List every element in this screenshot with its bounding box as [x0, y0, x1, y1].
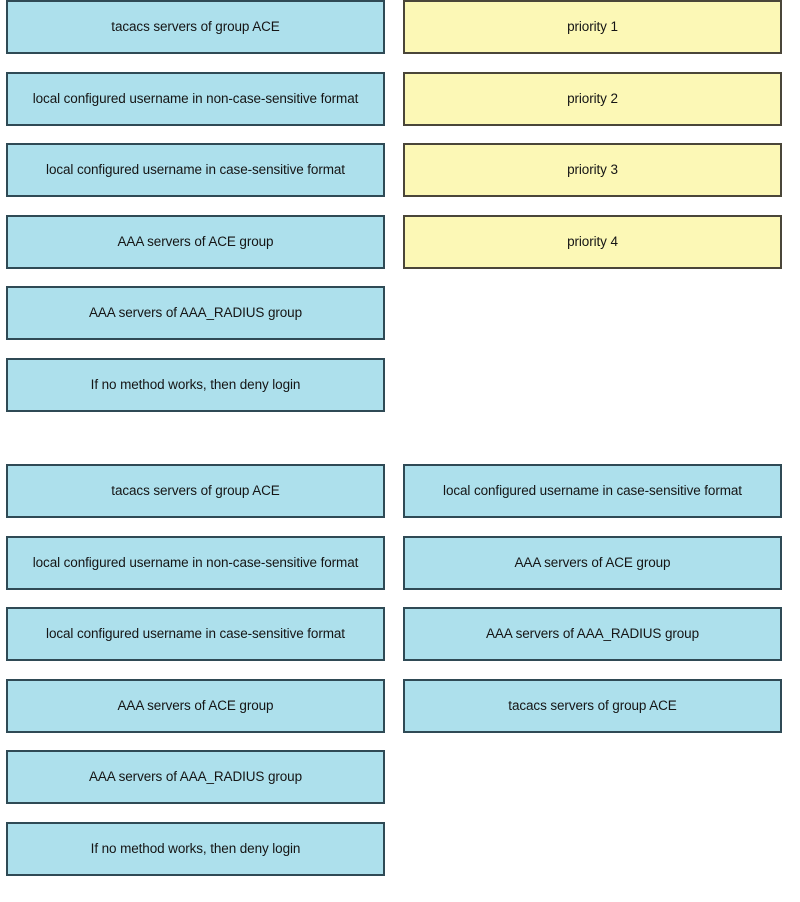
- option-box[interactable]: AAA servers of AAA_RADIUS group: [6, 286, 385, 340]
- option-box-label: local configured username in non-case-se…: [32, 90, 359, 106]
- option-box-label: If no method works, then deny login: [90, 376, 301, 392]
- priority-box-label: priority 2: [567, 90, 618, 106]
- option-box-label: tacacs servers of group ACE: [111, 483, 280, 499]
- option-box[interactable]: AAA servers of ACE group: [6, 214, 385, 269]
- answer-options-column: tacacs servers of group ACE local config…: [6, 464, 385, 876]
- answer-box-label: AAA servers of ACE group: [514, 554, 671, 570]
- option-box-label: AAA servers of AAA_RADIUS group: [89, 305, 302, 321]
- question-section: tacacs servers of group ACE local config…: [0, 0, 800, 440]
- option-box[interactable]: AAA servers of ACE group: [6, 678, 385, 733]
- answer-box[interactable]: local configured username in case-sensit…: [403, 464, 782, 518]
- option-box[interactable]: local configured username in case-sensit…: [6, 143, 385, 197]
- option-box-label: local configured username in case-sensit…: [46, 626, 345, 642]
- priority-box-label: priority 1: [567, 19, 618, 35]
- answer-box[interactable]: AAA servers of ACE group: [403, 535, 782, 590]
- priority-box[interactable]: priority 2: [403, 71, 782, 126]
- option-box[interactable]: local configured username in non-case-se…: [6, 71, 385, 126]
- option-box[interactable]: local configured username in case-sensit…: [6, 607, 385, 661]
- option-box-label: local configured username in case-sensit…: [46, 162, 345, 178]
- option-box-label: AAA servers of ACE group: [117, 697, 274, 713]
- option-box[interactable]: AAA servers of AAA_RADIUS group: [6, 750, 385, 804]
- answer-box-label: tacacs servers of group ACE: [508, 697, 677, 713]
- priority-box-label: priority 4: [567, 233, 618, 249]
- answer-box-label: AAA servers of AAA_RADIUS group: [486, 626, 699, 642]
- option-box[interactable]: tacacs servers of group ACE: [6, 464, 385, 518]
- answer-order-column: local configured username in case-sensit…: [403, 464, 782, 733]
- answer-section: tacacs servers of group ACE local config…: [0, 464, 800, 902]
- question-options-column: tacacs servers of group ACE local config…: [6, 0, 385, 412]
- option-box[interactable]: tacacs servers of group ACE: [6, 0, 385, 54]
- option-box-label: AAA servers of ACE group: [117, 233, 274, 249]
- option-box[interactable]: local configured username in non-case-se…: [6, 535, 385, 590]
- answer-box[interactable]: tacacs servers of group ACE: [403, 678, 782, 733]
- question-priorities-column: priority 1 priority 2 priority 3 priorit…: [403, 0, 782, 269]
- option-box[interactable]: If no method works, then deny login: [6, 821, 385, 876]
- priority-box[interactable]: priority 3: [403, 143, 782, 197]
- option-box-label: local configured username in non-case-se…: [32, 554, 359, 570]
- priority-box[interactable]: priority 1: [403, 0, 782, 54]
- option-box-label: AAA servers of AAA_RADIUS group: [89, 769, 302, 785]
- option-box[interactable]: If no method works, then deny login: [6, 357, 385, 412]
- priority-box-label: priority 3: [567, 162, 618, 178]
- option-box-label: If no method works, then deny login: [90, 840, 301, 856]
- answer-box-label: local configured username in case-sensit…: [443, 483, 742, 499]
- answer-box[interactable]: AAA servers of AAA_RADIUS group: [403, 607, 782, 661]
- option-box-label: tacacs servers of group ACE: [111, 19, 280, 35]
- priority-box[interactable]: priority 4: [403, 214, 782, 269]
